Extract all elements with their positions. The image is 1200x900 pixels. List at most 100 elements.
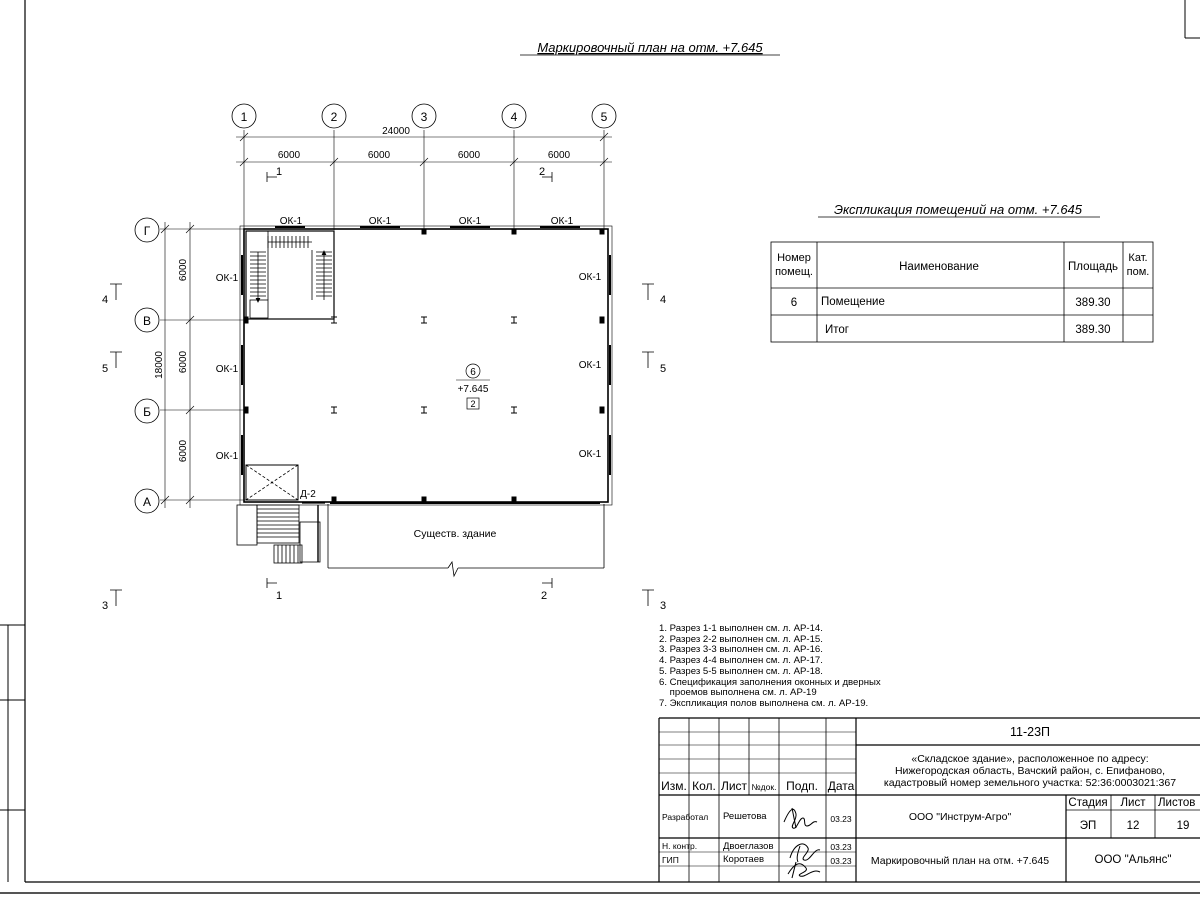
sheets-value: 19 bbox=[1177, 820, 1190, 832]
axis-label-v: В bbox=[143, 314, 151, 328]
note-3: 3. Разрез 3-3 выполнен см. л. АР-16. bbox=[659, 644, 823, 656]
axis-label-g: Г bbox=[144, 224, 151, 238]
dim-vspan-3: 6000 bbox=[178, 439, 189, 462]
existing-building bbox=[327, 504, 605, 578]
date-norm-control: 03.23 bbox=[830, 842, 852, 852]
axis-bubble-2: 2 bbox=[321, 103, 347, 129]
dim-span-3: 6000 bbox=[458, 150, 481, 161]
window-label-top-1: ОК-1 bbox=[280, 216, 303, 227]
axis-label-a: А bbox=[143, 495, 151, 509]
col-podp: Подп. bbox=[786, 779, 818, 793]
room-number: 6 bbox=[470, 367, 476, 378]
room-category: 2 bbox=[470, 399, 475, 409]
axis-label-1: 1 bbox=[241, 110, 248, 124]
sheet-value: 12 bbox=[1127, 820, 1140, 832]
door-label: Д-2 bbox=[300, 489, 316, 500]
title-block-grid bbox=[658, 717, 1200, 882]
dim-vspan-2: 6000 bbox=[178, 350, 189, 373]
dim-span-2: 6000 bbox=[368, 150, 391, 161]
role-developer: Разработал bbox=[662, 812, 708, 822]
axis-label-3: 3 bbox=[421, 110, 428, 124]
dim-span-4: 6000 bbox=[548, 150, 571, 161]
explication-row-2-area: 389.30 bbox=[1075, 324, 1110, 336]
axis-bubble-g: Г bbox=[134, 217, 160, 243]
explication-row-2-name: Итог bbox=[825, 324, 849, 336]
dimension-vertical bbox=[160, 222, 195, 508]
name-norm-control: Двоеглазов bbox=[723, 841, 774, 852]
title-block-code: 11-23П bbox=[1010, 725, 1050, 739]
section-1-top: 1 bbox=[276, 166, 282, 178]
window-label-right-2: ОК-1 bbox=[579, 360, 602, 371]
company-main: ООО "Альянс" bbox=[1095, 854, 1172, 866]
stage-value: ЭП bbox=[1080, 820, 1097, 832]
grid-axis-lines bbox=[160, 130, 605, 501]
col-izm: Изм. bbox=[661, 779, 687, 793]
window-label-right-3: ОК-1 bbox=[579, 449, 602, 460]
explication-row-1-name: Помещение bbox=[821, 296, 885, 308]
stage-label: Стадия bbox=[1068, 797, 1107, 809]
axis-label-5: 5 bbox=[601, 110, 608, 124]
axis-bubble-a: А bbox=[134, 488, 160, 514]
section-3-right: 3 bbox=[660, 600, 666, 612]
explication-table bbox=[770, 241, 1154, 343]
sheets-label: Листов bbox=[1158, 797, 1195, 809]
stair-external bbox=[236, 502, 325, 564]
title-block-object-1: «Складское здание», расположенное по адр… bbox=[911, 753, 1148, 765]
section-5-left: 5 bbox=[102, 363, 108, 375]
col-ndok: №док. bbox=[752, 782, 777, 792]
window-label-left-1: ОК-1 bbox=[216, 273, 239, 284]
room-elevation: +7.645 bbox=[458, 384, 489, 395]
note-4: 4. Разрез 4-4 выполнен см. л. АР-17. bbox=[659, 655, 823, 667]
section-markers bbox=[110, 172, 654, 606]
axis-label-4: 4 bbox=[511, 110, 518, 124]
axis-bubble-3: 3 bbox=[411, 103, 437, 129]
drawing-name: Маркировочный план на отм. +7.645 bbox=[871, 855, 1049, 867]
stair-upper bbox=[245, 230, 335, 320]
section-4-left: 4 bbox=[102, 294, 108, 306]
shaft-box bbox=[245, 464, 299, 501]
explication-header-num-2: помещ. bbox=[775, 266, 813, 278]
note-5: 5. Разрез 5-5 выполнен см. л. АР-18. bbox=[659, 665, 823, 677]
dim-span-1: 6000 bbox=[278, 150, 301, 161]
col-list: Лист bbox=[721, 779, 748, 793]
note-6: 6. Спецификация заполнения оконных и две… bbox=[659, 676, 881, 688]
explication-row-1-area: 389.30 bbox=[1075, 297, 1110, 309]
window-label-right-1: ОК-1 bbox=[579, 272, 602, 283]
note-1: 1. Разрез 1-1 выполнен см. л. АР-14. bbox=[659, 623, 823, 634]
note-6-cont: проемов выполнена см. л. АР-19 bbox=[659, 687, 817, 699]
signature-gip bbox=[787, 861, 821, 879]
dim-total-horizontal: 24000 bbox=[382, 126, 410, 137]
dim-total-vertical: 18000 bbox=[154, 351, 165, 379]
explication-header-area: Площадь bbox=[1068, 261, 1118, 273]
window-label-left-2: ОК-1 bbox=[216, 364, 239, 375]
date-gip: 03.23 bbox=[830, 856, 852, 866]
col-kol: Кол. bbox=[692, 779, 716, 793]
date-developer: 03.23 bbox=[830, 814, 852, 824]
window-label-top-2: ОК-1 bbox=[369, 216, 392, 227]
signature-developer bbox=[783, 807, 818, 829]
note-7: 7. Экспликация полов выполнена см. л. АР… bbox=[659, 697, 869, 709]
explication-header-cat-2: пом. bbox=[1127, 266, 1150, 278]
existing-building-label: Существ. здание bbox=[414, 528, 497, 540]
general-notes: 1. Разрез 1-1 выполнен см. л. АР-14. 2. … bbox=[659, 623, 959, 710]
role-norm-control: Н. контр. bbox=[662, 841, 697, 851]
col-data: Дата bbox=[828, 779, 855, 793]
title-block-object-3: кадастровый номер земельного участка: 52… bbox=[884, 777, 1176, 789]
company-developer: ООО "Инструм-Агро" bbox=[909, 811, 1012, 823]
name-gip: Коротаев bbox=[723, 854, 764, 865]
plan-title: Маркировочный план на отм. +7.645 bbox=[537, 40, 763, 55]
role-gip: ГИП bbox=[662, 855, 679, 865]
explication-row-1-num: 6 bbox=[791, 297, 797, 309]
axis-label-2: 2 bbox=[331, 110, 338, 124]
note-2: 2. Разрез 2-2 выполнен см. л. АР-15. bbox=[659, 633, 823, 645]
window-label-top-3: ОК-1 bbox=[459, 216, 482, 227]
explication-header-num-1: Номер bbox=[777, 252, 811, 264]
section-2-bottom: 2 bbox=[541, 590, 547, 602]
axis-label-b: Б bbox=[143, 405, 151, 419]
title-block-object-2: Нижегородская область, Вачский район, с.… bbox=[895, 765, 1165, 777]
signature-norm-control bbox=[789, 843, 821, 863]
explication-header-name: Наименование bbox=[899, 261, 979, 273]
window-marks bbox=[241, 226, 611, 504]
